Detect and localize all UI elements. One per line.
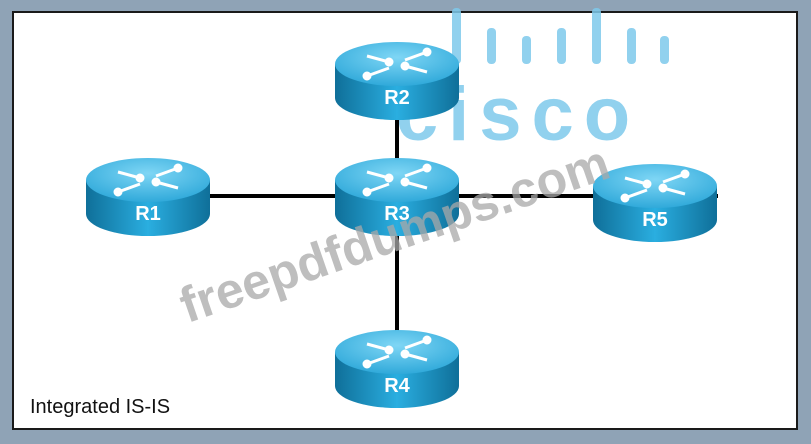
router-label: R3: [384, 203, 410, 225]
router-r3: R3: [335, 158, 459, 236]
router-arrows-icon: [362, 163, 432, 197]
router-top: [86, 158, 210, 202]
router-r1: R1: [86, 158, 210, 236]
router-arrows-icon: [113, 163, 183, 197]
router-top: [335, 330, 459, 374]
router-arrows-icon: [362, 47, 432, 81]
router-label: R1: [135, 203, 161, 225]
router-r4: R4: [335, 330, 459, 408]
router-label: R5: [642, 209, 668, 231]
router-label: R4: [384, 375, 410, 397]
diagram-caption: Integrated IS-IS: [30, 396, 170, 418]
router-arrows-icon: [362, 335, 432, 369]
router-label: R2: [384, 87, 410, 109]
router-top: [335, 42, 459, 86]
router-r2: R2: [335, 42, 459, 120]
router-arrows-icon: [620, 169, 690, 203]
router-r5: R5: [593, 164, 717, 242]
